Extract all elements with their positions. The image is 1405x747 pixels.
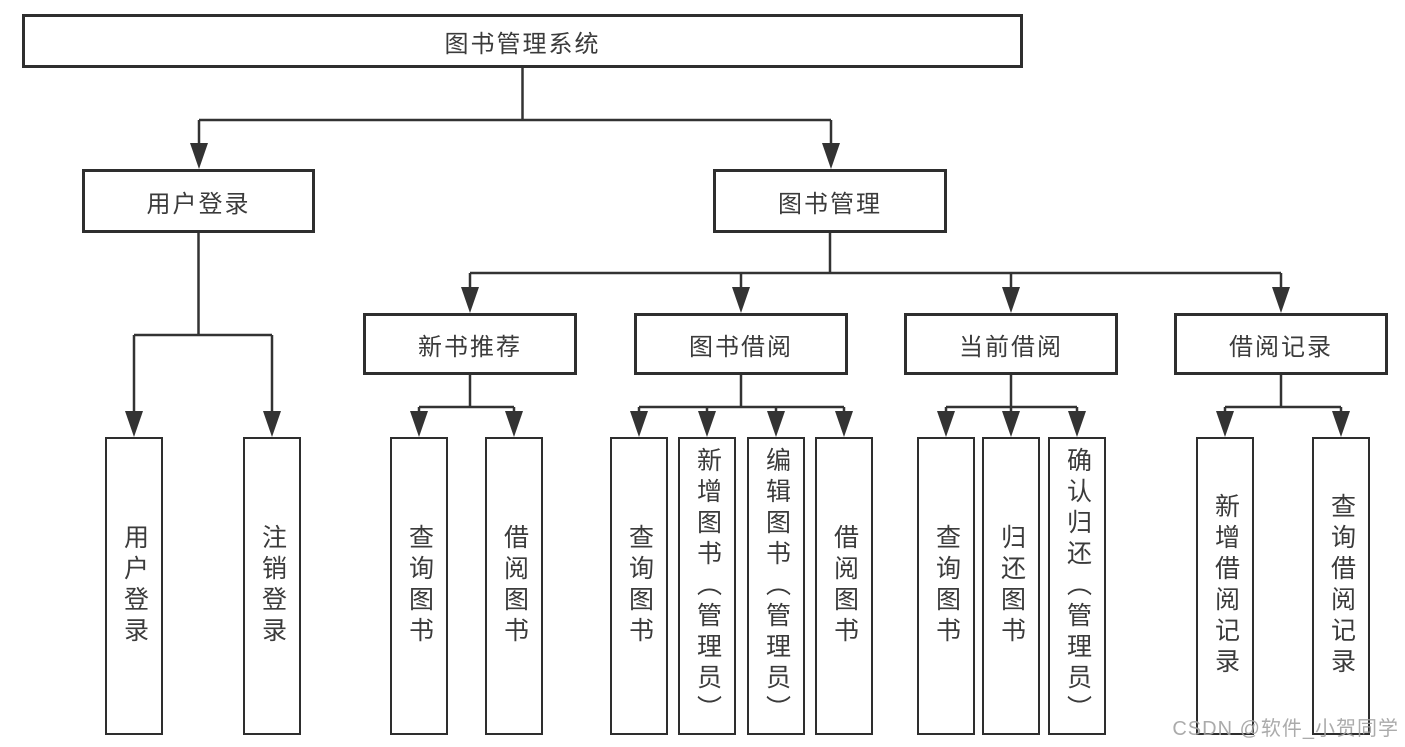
leaf-query-books-1: 查询图书: [390, 437, 448, 735]
leaf-label: 编辑图书（管理员）: [762, 446, 791, 726]
node-current-borrow: 当前借阅: [904, 313, 1118, 375]
leaf-edit-book-admin: 编辑图书（管理员）: [747, 437, 805, 735]
node-new-book-recommend: 新书推荐: [363, 313, 577, 375]
leaf-borrow-books-2: 借阅图书: [815, 437, 873, 735]
leaf-borrow-books-1: 借阅图书: [485, 437, 543, 735]
node-label: 图书借阅: [689, 333, 793, 361]
leaf-label: 新增图书（管理员）: [693, 446, 722, 726]
node-book-management-module: 图书管理: [713, 169, 947, 233]
node-label: 新书推荐: [418, 333, 522, 361]
leaf-add-borrow-record: 新增借阅记录: [1196, 437, 1254, 735]
leaf-label: 注销登录: [258, 524, 287, 648]
leaf-label: 归还图书: [997, 524, 1026, 648]
leaf-query-borrow-record: 查询借阅记录: [1312, 437, 1370, 735]
leaf-query-books-2: 查询图书: [610, 437, 668, 735]
leaf-label: 查询图书: [405, 524, 434, 648]
node-book-borrow: 图书借阅: [634, 313, 848, 375]
leaf-add-book-admin: 新增图书（管理员）: [678, 437, 736, 735]
node-label: 借阅记录: [1229, 333, 1333, 361]
node-borrow-records: 借阅记录: [1174, 313, 1388, 375]
node-label: 当前借阅: [959, 333, 1063, 361]
node-label: 用户登录: [146, 190, 251, 218]
leaf-label: 确认归还（管理员）: [1063, 446, 1092, 726]
node-label: 图书管理系统: [444, 30, 601, 58]
leaf-label: 新增借阅记录: [1211, 493, 1240, 679]
leaf-label: 借阅图书: [830, 524, 859, 648]
node-label: 图书管理: [778, 190, 882, 218]
leaf-label: 用户登录: [120, 524, 149, 648]
leaf-query-books-3: 查询图书: [917, 437, 975, 735]
arrowhead-icons: [125, 143, 1350, 437]
leaf-label: 借阅图书: [500, 524, 529, 648]
leaf-label: 查询图书: [932, 524, 961, 648]
node-user-login-module: 用户登录: [82, 169, 315, 233]
leaf-return-book: 归还图书: [982, 437, 1040, 735]
node-system-root: 图书管理系统: [22, 14, 1023, 68]
csdn-watermark: CSDN @软件_小贺同学: [1172, 718, 1399, 740]
leaf-confirm-return-admin: 确认归还（管理员）: [1048, 437, 1106, 735]
leaf-label: 查询借阅记录: [1327, 493, 1356, 679]
leaf-logout: 注销登录: [243, 437, 301, 735]
leaf-user-login: 用户登录: [105, 437, 163, 735]
leaf-label: 查询图书: [625, 524, 654, 648]
